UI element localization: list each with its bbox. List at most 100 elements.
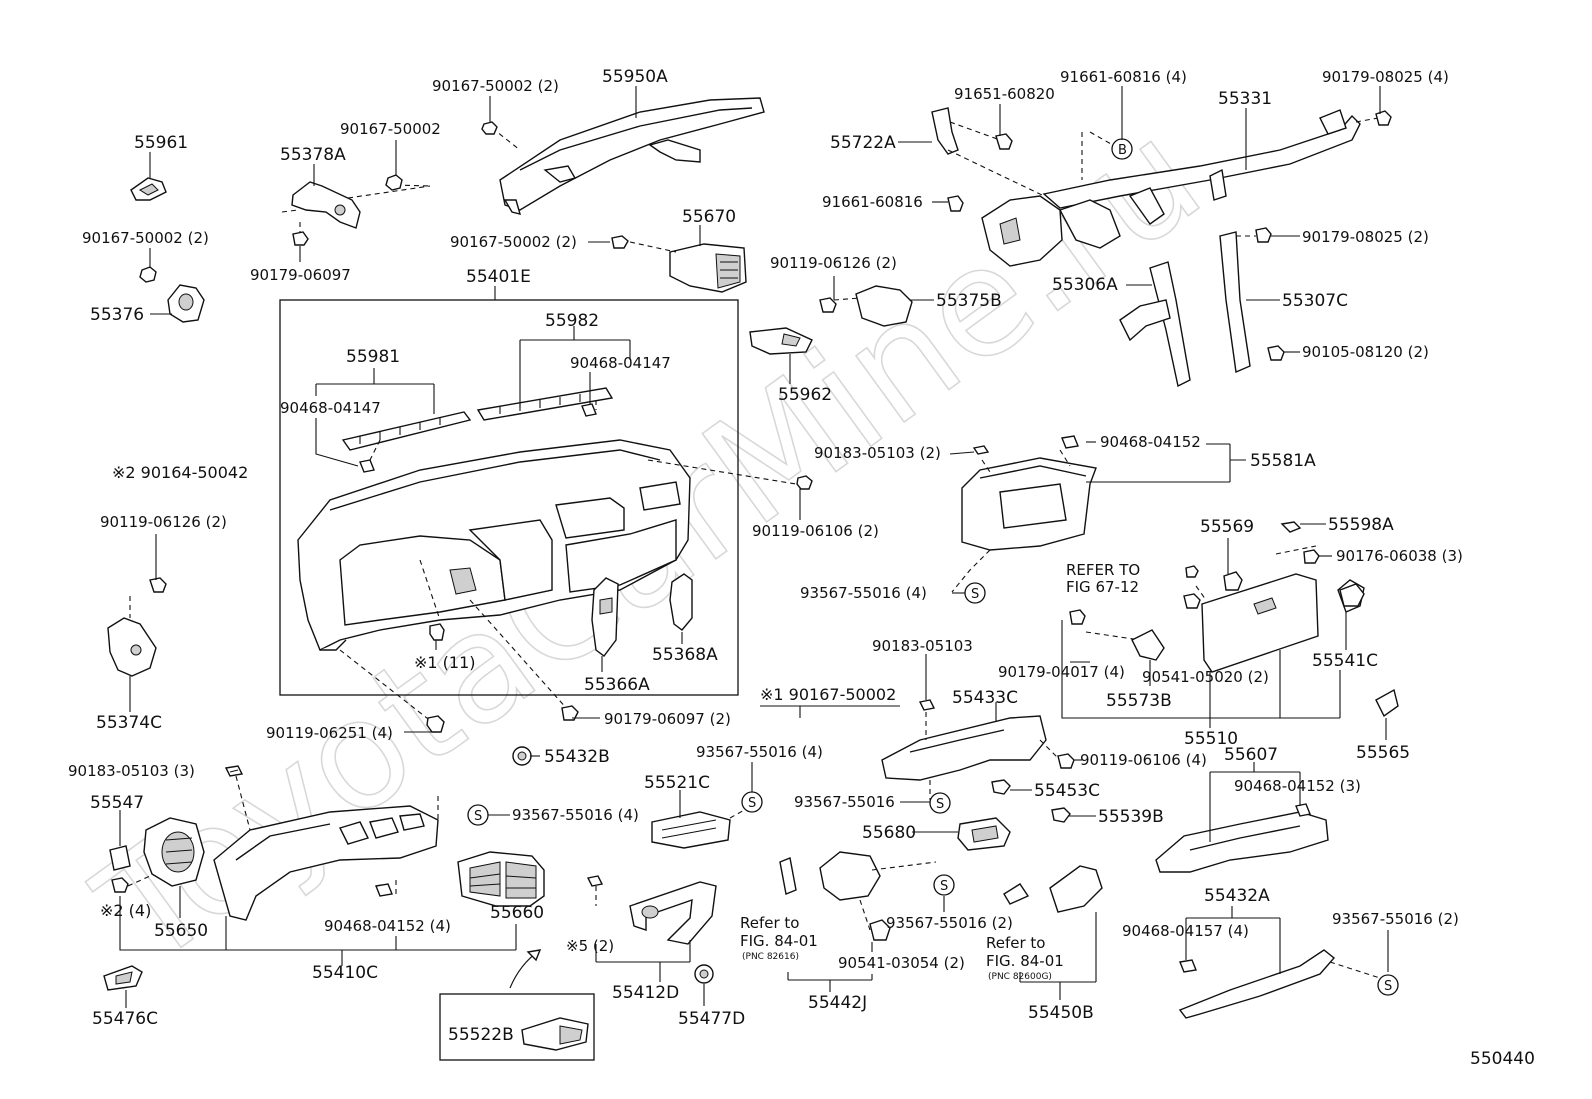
part-55547-plug [109,845,131,871]
screw-90541-03054 [869,919,891,941]
part-55722A-bracket [931,107,1001,155]
label-55521C: 55521C [644,773,710,793]
part-55368A-bracket [669,573,693,631]
part-55450B-bracket [1003,865,1103,913]
label-55660: 55660 [490,903,544,923]
label-55477D: 55477D [678,1009,745,1029]
s-symbol-4: S [936,797,944,812]
label-55432B: 55432B [544,747,610,767]
b-symbol: B [1118,143,1127,158]
label-55375B: 55375B [936,291,1002,311]
part-55660-center-vent [457,851,545,907]
label-90468-04152-4: 90468-04152 (4) [324,917,451,935]
s-symbol-circle-6 [1377,974,1399,996]
label-refer-67-1: REFER TO [1066,561,1140,579]
part-55453C-clip [991,779,1011,795]
label-93567-55016-4c: 93567-55016 (4) [512,806,639,824]
label-55982: 55982 [545,311,599,331]
label-55680: 55680 [862,823,916,843]
part-55378A-bracket [281,181,431,236]
label-55981: 55981 [346,347,400,367]
label-90179-08025-4: 90179-08025 (4) [1322,68,1449,86]
label-55331: 55331 [1218,89,1272,109]
label-55522B: 55522B [448,1025,514,1045]
label-90176-06038-3: 90176-06038 (3) [1336,547,1463,565]
label-93567-55016-a: 93567-55016 [794,793,895,811]
label-55541C: 55541C [1312,651,1378,671]
label-refer-84-2a: FIG. 84-01 [740,932,818,950]
label-90541-03054-2: 90541-03054 (2) [838,954,965,972]
s-symbol-1: S [971,587,979,602]
clip-90179-06097-b [561,705,579,721]
part-55331-reinforcement [947,109,1379,267]
part-55477D-clip [694,964,714,984]
s-symbol-3: S [474,809,482,824]
label-90183-05103-2: 90183-05103 (2) [814,444,941,462]
part-55982-vent-strip [476,387,614,421]
part-55476C-cover [103,965,143,991]
label-90179-06097-a: 90179-06097 [250,266,351,284]
label-55598A: 55598A [1328,515,1394,535]
label-55539B: 55539B [1098,807,1164,827]
s-symbol-circle-4 [929,792,951,814]
screw-90119-06106-b [1057,753,1075,769]
label-90179-08025-2: 90179-08025 (2) [1302,228,1429,246]
clip-90468-04152-b [1295,803,1311,817]
label-90183-05103-3: 90183-05103 (3) [68,762,195,780]
label-mark2-4: ※2 (4) [100,901,151,920]
label-90119-06106-2: 90119-06106 (2) [752,522,879,540]
s-symbol-2: S [748,796,756,811]
label-refer-84-3a: (PNC 82616) [742,952,799,962]
label-93567-55016-2a: 93567-55016 (2) [886,914,1013,932]
label-55961: 55961 [134,133,188,153]
part-90176-06038-clip [1303,549,1320,564]
part-55565-stopper [1375,688,1399,718]
part-55981-vent-strip [341,411,472,451]
clip-90468-04152-c [375,883,393,897]
label-55374C: 55374C [96,713,162,733]
part-55541C-damper [1339,583,1365,607]
label-mark1-90167: ※1 90167-50002 [760,685,896,704]
label-90179-04017-4: 90179-04017 (4) [998,663,1125,681]
label-refer-84-1a: Refer to [740,914,799,932]
label-refer-84-1b: Refer to [986,934,1045,952]
part-55598A-bumper [1280,521,1302,533]
part-55412D-trim [595,881,717,945]
label-55962: 55962 [778,385,832,405]
clip-90179-06097-a [292,231,309,246]
figure-number: 550440 [1470,1049,1535,1069]
clip-90468-04147-b [581,403,597,417]
label-refer-67-2: FIG 67-12 [1066,578,1139,596]
label-91661-60816-4: 91661-60816 (4) [1060,68,1187,86]
screw-90105-08120 [1267,345,1285,361]
label-93567-55016-4b: 93567-55016 (4) [696,743,823,761]
label-90119-06251-4: 90119-06251 (4) [266,724,393,742]
nut-90167-50002-a [385,174,403,191]
part-55950A-defroster-nozzle [491,97,765,215]
label-90183-05103: 90183-05103 [872,637,973,655]
inset-55522B-frame [439,993,595,1061]
clip-90468-04147-a [359,459,375,473]
label-55650: 55650 [154,921,208,941]
part-55374C-bracket [107,596,157,677]
label-90119-06126-2b: 90119-06126 (2) [100,513,227,531]
nut-90179-08025-a [1375,110,1392,126]
part-55432B-clip [512,746,532,766]
label-55670: 55670 [682,207,736,227]
clip-90468-04152-a [1061,435,1079,449]
label-90167-50002-2a: 90167-50002 (2) [82,229,209,247]
label-91661-60816: 91661-60816 [822,193,923,211]
label-90119-06126-2a: 90119-06126 (2) [770,254,897,272]
label-90105-08120-2: 90105-08120 (2) [1302,343,1429,361]
s-symbol-circle-5 [933,874,955,896]
label-55432A: 55432A [1204,886,1270,906]
label-90167-50002-a: 90167-50002 [340,120,441,138]
label-55476C: 55476C [92,1009,158,1029]
nut-90167-50002-left [139,266,157,283]
label-90179-06097-2: 90179-06097 (2) [604,710,731,728]
label-55450B: 55450B [1028,1003,1094,1023]
label-55378A: 55378A [280,145,346,165]
label-55722A: 55722A [830,133,896,153]
inset-arrow [509,949,542,989]
